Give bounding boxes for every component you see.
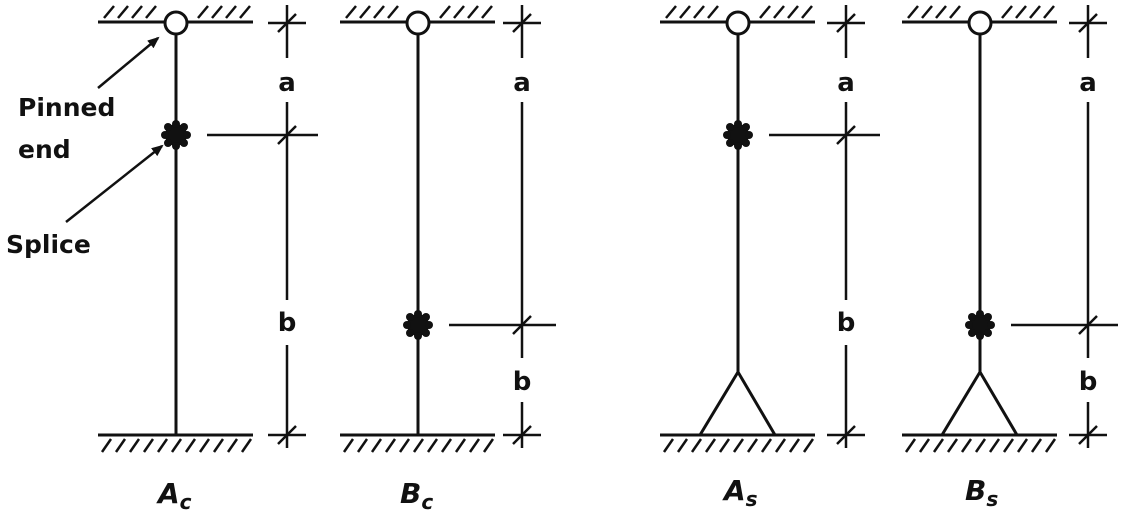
caption-as: As (722, 474, 758, 511)
dim-label-a-bc: a (513, 68, 531, 98)
column-bs: a b Bs (900, 4, 1118, 511)
column-bc: a b Bc (338, 4, 556, 514)
pinned-end-ac (163, 10, 189, 36)
bottom-support-as (658, 433, 817, 454)
bottom-support-bc (338, 433, 497, 454)
caption-bc: Bc (400, 477, 433, 514)
annotation-pinned-end: Pinned end (18, 36, 160, 164)
dim-label-b-bs: b (1079, 367, 1098, 397)
dim-label-a-bs: a (1079, 68, 1097, 98)
splice-ac (161, 120, 191, 150)
column-ac: a b Ac (96, 4, 318, 514)
column-as: a b As (658, 4, 880, 511)
fixed-base-bracing-as (698, 369, 777, 436)
pinned-end-label-line2: end (18, 135, 71, 164)
bottom-support-bs (900, 433, 1059, 454)
annotation-splice: Splice (6, 144, 164, 259)
splice-as (723, 120, 753, 150)
splice-bc (403, 310, 433, 340)
splice-label: Splice (6, 230, 91, 259)
bottom-support-ac (96, 433, 255, 454)
fixed-base-bracing-bs (940, 369, 1019, 436)
caption-ac: Ac (156, 477, 192, 514)
splice-bs (965, 310, 995, 340)
dim-label-a-ac: a (278, 68, 296, 98)
pinned-end-bc (405, 10, 431, 36)
caption-bs: Bs (965, 474, 998, 511)
dim-label-b-ac: b (278, 308, 297, 338)
dim-label-b-bc: b (513, 367, 532, 397)
pinned-end-as (725, 10, 751, 36)
dim-label-b-as: b (837, 308, 856, 338)
pinned-end-label-line1: Pinned (18, 93, 115, 122)
dim-label-a-as: a (837, 68, 855, 98)
pinned-end-bs (967, 10, 993, 36)
